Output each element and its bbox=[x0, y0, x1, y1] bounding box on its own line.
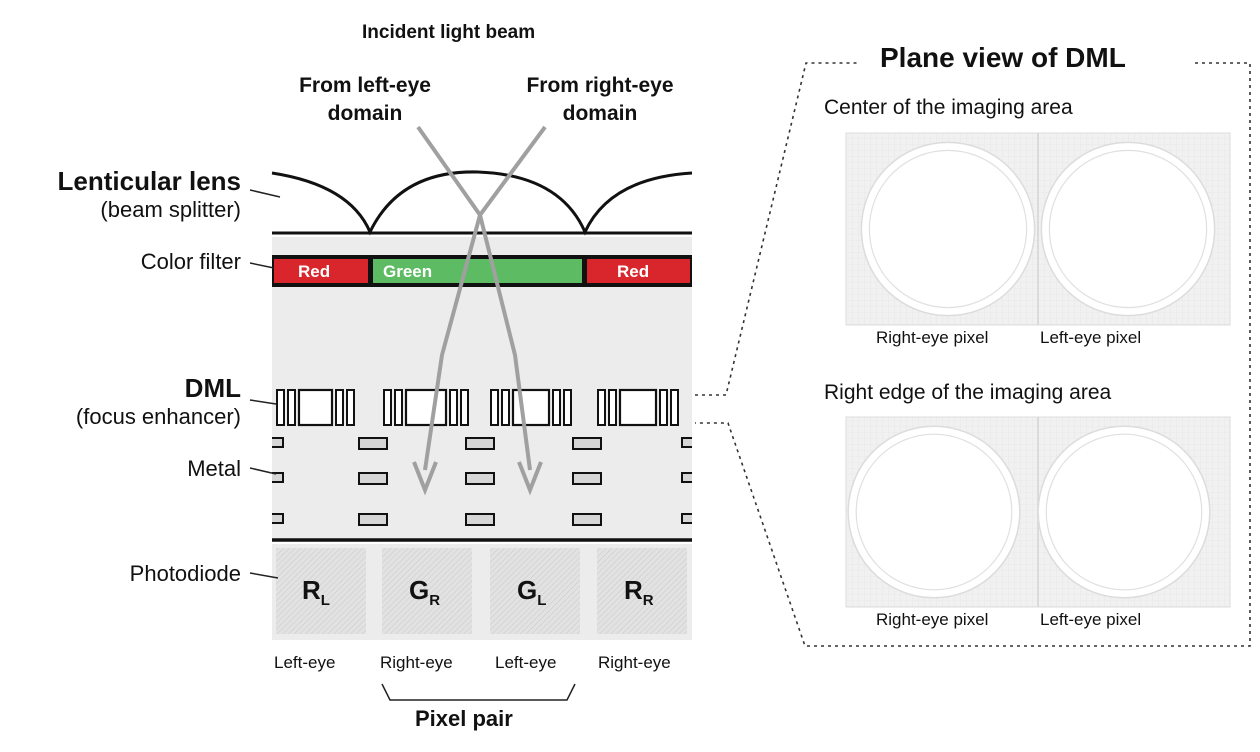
filter-label-red-right: Red bbox=[617, 262, 650, 281]
lens-label: Lenticular lens (beam splitter) bbox=[57, 166, 242, 222]
leader-photodiode bbox=[249, 572, 279, 579]
photodiode-label: Photodiode bbox=[129, 561, 241, 586]
filter-green bbox=[373, 259, 582, 283]
plane-view-title: Plane view of DML bbox=[880, 42, 1126, 73]
leader-metal bbox=[249, 467, 277, 475]
plane-view-right-edge bbox=[845, 416, 1231, 608]
dml-thin-bar bbox=[335, 389, 344, 426]
filter-label-green: Green bbox=[383, 262, 433, 281]
metal-wire bbox=[572, 513, 602, 526]
metal-wire-edge bbox=[272, 472, 284, 483]
metal-wire bbox=[358, 437, 388, 450]
pd-label-gr: GR bbox=[409, 575, 441, 610]
from-left-eye-label: From left-eye domain bbox=[299, 74, 431, 125]
dml-structures bbox=[276, 388, 679, 427]
photodiode-rr bbox=[597, 548, 687, 634]
metal-wire-edge bbox=[272, 437, 284, 448]
panel2-left-eye-label: Left-eye pixel bbox=[1040, 610, 1142, 629]
dml-thin-bar bbox=[597, 389, 606, 426]
arrow-head-1 bbox=[412, 461, 438, 496]
dml-thin-bar bbox=[287, 389, 296, 426]
right-eye-lens-circle bbox=[868, 149, 1028, 309]
metal-wire-edge bbox=[681, 437, 692, 448]
metal-wire bbox=[358, 472, 388, 485]
metal-wire-edge bbox=[681, 472, 692, 483]
left-eye-lens-circle bbox=[1048, 149, 1208, 309]
beam-left-eye bbox=[416, 125, 532, 471]
eye-label-4: Right-eye bbox=[598, 653, 671, 672]
panel2-right-eye-label: Right-eye pixel bbox=[876, 610, 989, 629]
color-filter-label: Color filter bbox=[140, 249, 241, 274]
dml-thin-bar bbox=[449, 389, 458, 426]
metal-wire bbox=[465, 472, 495, 485]
pixel-pair-label: Pixel pair bbox=[415, 706, 513, 731]
metal-wire bbox=[465, 513, 495, 526]
dml-thin-bar bbox=[383, 389, 392, 426]
dml-thin-bar bbox=[394, 389, 403, 426]
lens-base-layer bbox=[272, 237, 692, 256]
dml-thin-bar bbox=[490, 389, 499, 426]
panel1-left-eye-label: Left-eye pixel bbox=[1040, 328, 1142, 347]
dml-main-block bbox=[404, 388, 448, 427]
dml-label: DML (focus enhancer) bbox=[75, 373, 241, 429]
arrow-head-2 bbox=[517, 461, 543, 496]
leader-filter bbox=[249, 262, 275, 269]
dml-thin-bar bbox=[563, 389, 572, 426]
plane-view-frame bbox=[695, 62, 1251, 647]
pd-label-rr: RR bbox=[624, 575, 654, 610]
pixel-pair-bracket bbox=[381, 683, 576, 701]
dml-thin-bar bbox=[659, 389, 668, 426]
plane-view-center bbox=[845, 132, 1231, 326]
pd-label-gl: GL bbox=[517, 575, 547, 610]
light-beams bbox=[412, 125, 547, 496]
dml-thin-bar bbox=[460, 389, 469, 426]
dml-main-block bbox=[618, 388, 658, 427]
metal-wire bbox=[358, 513, 388, 526]
metal-wires bbox=[272, 437, 692, 526]
left-eye-lens-circle bbox=[1045, 433, 1203, 591]
metal-label: Metal bbox=[187, 456, 241, 481]
lenticular-lens-curve bbox=[271, 170, 693, 236]
right-eye-lens-circle bbox=[855, 433, 1013, 591]
metal-wire-edge bbox=[681, 513, 692, 524]
panel-caption-center: Center of the imaging area bbox=[824, 96, 1073, 119]
metal-wire bbox=[465, 437, 495, 450]
dml-thin-bar bbox=[346, 389, 355, 426]
from-right-eye-label: From right-eye domain bbox=[526, 74, 674, 125]
photodiode-gl bbox=[490, 548, 580, 634]
panel1-right-eye-label: Right-eye pixel bbox=[876, 328, 989, 347]
filter-red-left bbox=[274, 259, 368, 283]
eye-label-3: Left-eye bbox=[495, 653, 557, 672]
dml-thin-bar bbox=[276, 389, 285, 426]
panel-caption-right-edge: Right edge of the imaging area bbox=[824, 381, 1112, 404]
dml-thin-bar bbox=[501, 389, 510, 426]
photodiode-gr bbox=[382, 548, 472, 634]
beam-right-eye bbox=[423, 125, 547, 471]
dml-thin-bar bbox=[670, 389, 679, 426]
dml-thin-bar bbox=[608, 389, 617, 426]
photodiode-rl bbox=[276, 548, 366, 634]
leader-lens bbox=[249, 189, 281, 198]
dml-main-block bbox=[297, 388, 334, 427]
eye-label-1: Left-eye bbox=[274, 653, 336, 672]
dml-thin-bar bbox=[552, 389, 561, 426]
eye-label-2: Right-eye bbox=[380, 653, 453, 672]
filter-label-red-left: Red bbox=[298, 262, 331, 281]
metal-wire bbox=[572, 472, 602, 485]
pd-label-rl: RL bbox=[302, 575, 330, 610]
leader-dml bbox=[249, 399, 277, 405]
incident-light-label: Incident light beam bbox=[362, 22, 536, 43]
metal-wire bbox=[572, 437, 602, 450]
filter-red-right bbox=[587, 259, 690, 283]
metal-wire-edge bbox=[272, 513, 284, 524]
